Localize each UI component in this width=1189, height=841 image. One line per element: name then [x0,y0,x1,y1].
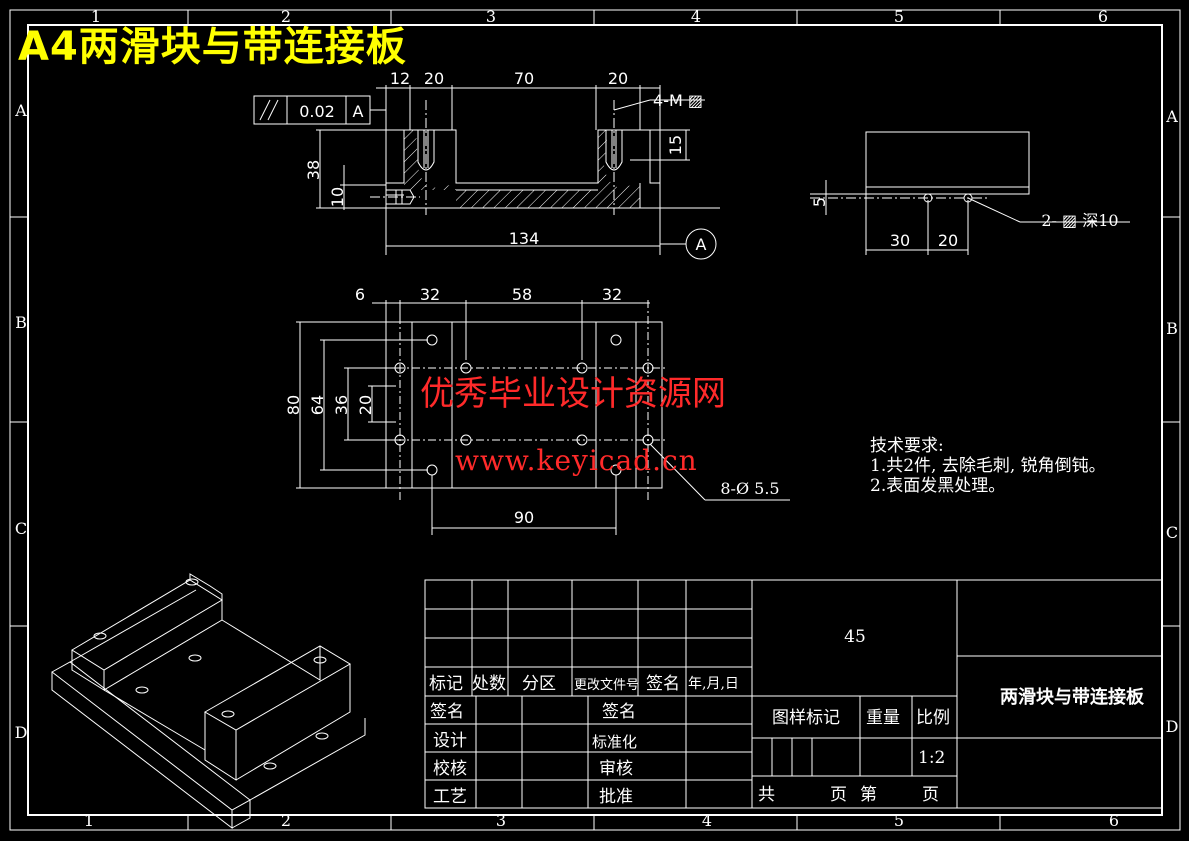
tb-weight: 重量 [866,708,900,728]
tb-header-sign: 签名 [646,674,680,694]
side-view-dims: 30 20 5 2- ▨ 深10 [810,197,1119,250]
row-label-left: A [14,101,27,120]
col-label-top: 3 [486,7,496,26]
title-block-text: 45 两滑块与带连接板 标记 处数 分区 更改文件号 签名 年,月,日 签名 签… [429,627,1145,807]
tb-header-date: 年,月,日 [688,676,739,692]
dim-text: 30 [890,231,910,250]
front-view-dims: 12 20 70 20 4-M ▨ 134 0.02 A A 15 38 10 [299,69,706,254]
tolerance-value: 0.02 [299,102,335,121]
col-label-bottom: 6 [1109,811,1119,830]
col-label-top: 6 [1098,7,1108,26]
dim-text: 15 [666,135,685,155]
top-view-dims: 6 32 58 32 90 8-Ø 5.5 80 64 36 20 [284,285,780,527]
col-label-top: 1 [91,7,101,26]
row-label-left: C [15,519,27,538]
tb-stage-mark: 图样标记 [772,708,840,728]
dim-text: 5 [810,197,829,207]
tb-standardize: 标准化 [592,733,637,751]
dim-text: 12 [390,69,410,88]
col-label-bottom: 3 [496,811,506,830]
hole-note: 8-Ø 5.5 [720,479,779,498]
tb-review: 审核 [599,759,633,779]
dim-text: 10 [328,187,347,207]
watermark-url: www.keyicad.cn [455,444,698,477]
drawing-frame [9,9,1181,831]
dim-text: 20 [608,69,628,88]
row-label-left: B [15,313,27,332]
dim-text: 32 [602,285,622,304]
datum-label: A [696,235,707,254]
tb-total: 共 [758,785,775,805]
dim-text: 64 [308,395,327,415]
tb-sign-right: 签名 [602,702,636,722]
top-view [296,300,790,535]
dim-text: 58 [512,285,532,304]
tb-nth: 第 [860,785,877,805]
tb-scale-value: 1:2 [918,748,945,768]
tb-header-mark: 标记 [429,674,463,694]
side-view [810,131,1130,255]
tb-material: 45 [844,627,866,647]
row-label-right: A [1165,107,1178,126]
col-label-bottom: 5 [894,811,904,830]
frame-labels: 1 2 3 4 5 6 1 2 3 4 5 6 A B C D A B C D [14,7,1178,830]
col-label-bottom: 2 [281,811,291,830]
dim-text: 20 [938,231,958,250]
tech-heading: 技术要求: [870,436,944,456]
dim-text: 20 [356,395,375,415]
dim-text: 32 [420,285,440,304]
tb-part-name: 两滑块与带连接板 [1000,686,1145,708]
dim-text: 6 [355,285,365,304]
tb-approve: 批准 [599,787,633,807]
col-label-bottom: 1 [84,811,94,830]
dim-text: 134 [509,229,540,248]
tb-header-doc: 更改文件号 [574,678,639,693]
tb-pages: 页 [830,785,847,805]
row-label-right: D [1166,717,1179,736]
thread-note: 4-M ▨ [653,91,703,110]
tb-header-zone: 分区 [522,674,556,694]
row-label-right: C [1166,523,1178,542]
dim-text: 80 [284,395,303,415]
tb-design: 设计 [433,731,467,751]
dim-text: 90 [514,508,534,527]
row-label-right: B [1166,319,1178,338]
tb-page-end: 页 [922,785,939,805]
tb-process: 工艺 [433,787,467,807]
tolerance-datum: A [353,102,364,121]
drawing-title: A4两滑块与带连接板 [18,24,407,70]
row-label-left: D [15,723,28,742]
dim-text: 36 [332,395,351,415]
watermark-cn: 优秀毕业设计资源网 [420,374,726,414]
front-view [253,85,720,260]
dim-text: 70 [514,69,534,88]
col-label-top: 4 [691,7,701,26]
title-block [424,579,1163,809]
dim-text: 38 [304,160,323,180]
hole-note: 2- ▨ 深10 [1041,211,1118,230]
col-label-top: 2 [281,7,291,26]
tech-item: 2.表面发黑处理。 [870,476,1006,496]
isometric-view [51,573,366,830]
col-label-bottom: 4 [702,811,712,830]
tb-sign-left: 签名 [430,702,464,722]
tech-requirements: 技术要求: 1.共2件, 去除毛刺, 锐角倒钝。 2.表面发黑处理。 [870,436,1106,496]
tb-header-count: 处数 [472,674,506,694]
col-label-top: 5 [894,7,904,26]
tb-scale-label: 比例 [916,708,950,728]
tech-item: 1.共2件, 去除毛刺, 锐角倒钝。 [870,456,1106,476]
dim-text: 20 [424,69,444,88]
tb-check: 校核 [433,759,467,779]
